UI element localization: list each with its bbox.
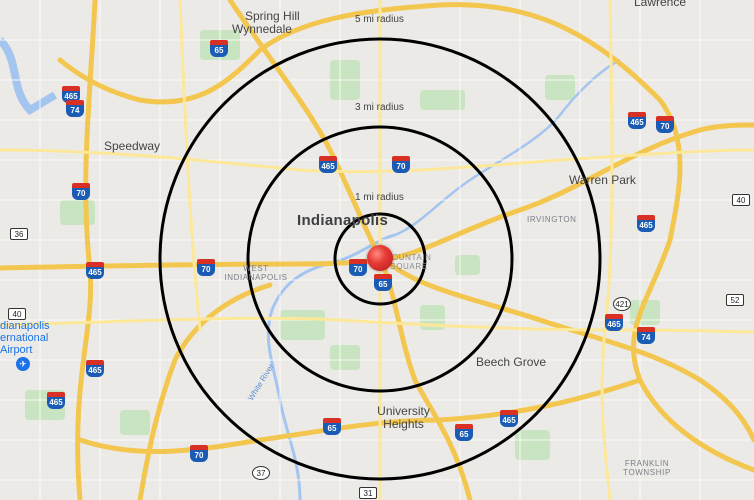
interstate-shield-icon: 70 xyxy=(656,116,674,133)
interstate-shield-icon: 74 xyxy=(66,100,84,117)
interstate-shield-icon: 70 xyxy=(197,259,215,276)
radius-label-3mi: 3 mi radius xyxy=(355,102,404,113)
place-fountain-square: FOUNTAIN SQUARE xyxy=(386,253,432,271)
place-warren-park: Warren Park xyxy=(569,173,636,187)
interstate-shield-icon: 465 xyxy=(86,360,104,377)
ring-1mi xyxy=(333,212,427,306)
interstate-shield-icon: 465 xyxy=(605,314,623,331)
interstate-shield-icon: 70 xyxy=(190,445,208,462)
place-spring-hill: Spring Hill xyxy=(245,9,300,23)
interstate-shield-icon: 465 xyxy=(500,410,518,427)
place-airport: dianapolis ernational Airport xyxy=(0,320,50,357)
place-beech-grove: Beech Grove xyxy=(476,355,547,369)
interstate-shield-icon: 465 xyxy=(319,156,337,173)
airport-icon[interactable]: ✈ xyxy=(16,357,30,371)
interstate-shield-icon: 65 xyxy=(374,274,392,291)
ring-3mi xyxy=(246,125,514,393)
us-route-shield-icon: 40 xyxy=(8,308,26,320)
place-indianapolis: Indianapolis xyxy=(297,212,389,229)
radius-rings xyxy=(158,37,602,481)
interstate-shield-icon: 465 xyxy=(628,112,646,129)
us-route-shield-icon: 40 xyxy=(732,194,750,206)
center-pin-icon[interactable] xyxy=(367,245,393,271)
state-route-shield-icon: 421 xyxy=(613,297,631,311)
radius-label-1mi: 1 mi radius xyxy=(355,192,404,203)
place-university-heights: University Heights xyxy=(377,404,430,432)
interstate-shield-icon: 465 xyxy=(86,262,104,279)
interstate-shield-icon: 70 xyxy=(349,259,367,276)
us-route-shield-icon: 31 xyxy=(359,487,377,499)
interstate-shield-icon: 65 xyxy=(323,418,341,435)
us-route-shield-icon: 52 xyxy=(726,294,744,306)
interstate-shield-icon: 465 xyxy=(637,215,655,232)
interstate-shield-icon: 65 xyxy=(455,424,473,441)
interstate-shield-icon: 65 xyxy=(210,40,228,57)
place-wynnedale: Wynnedale xyxy=(232,22,292,36)
interstate-shield-icon: 70 xyxy=(392,156,410,173)
ring-5mi xyxy=(158,37,602,481)
place-franklin-township: FRANKLIN TOWNSHIP xyxy=(623,459,671,477)
place-west-indianapolis: WEST INDIANAPOLIS xyxy=(224,264,288,282)
interstate-shield-icon: 465 xyxy=(47,392,65,409)
place-speedway: Speedway xyxy=(104,139,161,153)
place-irvington: IRVINGTON xyxy=(527,215,577,224)
state-route-shield-icon: 37 xyxy=(252,466,270,480)
park-areas xyxy=(25,30,660,460)
water xyxy=(0,37,621,500)
place-lawrence: Lawrence xyxy=(634,0,687,9)
interstate-shield-icon: 70 xyxy=(72,183,90,200)
radius-label-5mi: 5 mi radius xyxy=(355,14,404,25)
interstate-shield-icon: 74 xyxy=(637,327,655,344)
us-route-shield-icon: 36 xyxy=(10,228,28,240)
